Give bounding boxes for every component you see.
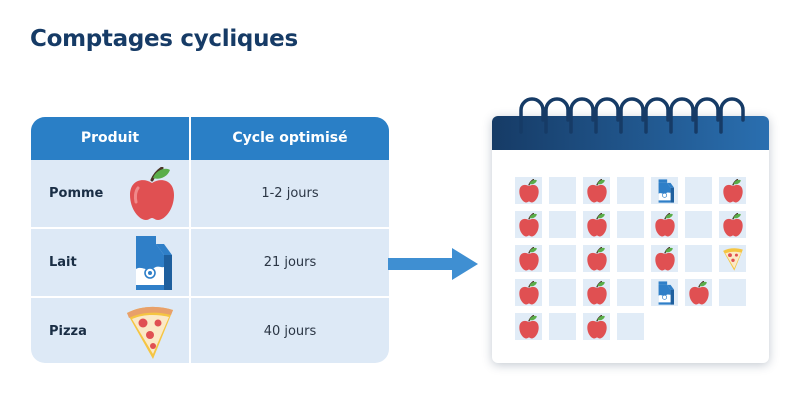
calendar-cell-apple — [583, 313, 610, 340]
apple-icon — [722, 212, 743, 236]
apple-icon — [586, 280, 607, 304]
calendar-cell-empty — [685, 211, 712, 238]
apple-icon — [130, 167, 174, 220]
cycle-value: 40 jours — [263, 324, 317, 339]
calendar-cell-empty — [549, 245, 576, 272]
calendar-cell-apple — [515, 177, 542, 204]
pizza-slice-icon — [722, 247, 743, 271]
apple-icon — [518, 314, 539, 338]
calendar-cell-apple — [685, 279, 712, 306]
calendar-cell-milk — [651, 177, 678, 204]
column-divider — [189, 117, 191, 363]
calendar-cell-empty — [549, 313, 576, 340]
calendar-cell-apple — [515, 279, 542, 306]
calendar-icon — [492, 116, 769, 363]
calendar-cell-apple — [583, 245, 610, 272]
milk-carton-icon — [658, 178, 674, 203]
calendar-cell-apple — [651, 245, 678, 272]
calendar-cell-milk — [651, 279, 678, 306]
calendar-cell-apple — [583, 211, 610, 238]
calendar-cell-empty — [617, 211, 644, 238]
calendar-cell-empty — [617, 313, 644, 340]
page-title: Comptages cycliques — [30, 26, 298, 52]
calendar-header — [492, 116, 769, 150]
calendar-cell-empty — [549, 177, 576, 204]
cycle-count-table: Produit Cycle optimisé Pomme 1-2 jours L… — [31, 117, 389, 363]
apple-icon — [518, 178, 539, 202]
calendar-cell-pizza — [719, 245, 746, 272]
product-name: Lait — [49, 255, 77, 270]
apple-icon — [586, 314, 607, 338]
calendar-cell-empty — [719, 279, 746, 306]
calendar-cell-apple — [651, 211, 678, 238]
apple-icon — [586, 246, 607, 270]
header-product: Produit — [80, 130, 140, 146]
apple-icon — [654, 246, 675, 270]
binder-rings — [519, 97, 745, 134]
calendar-cell-empty — [549, 211, 576, 238]
apple-icon — [518, 280, 539, 304]
product-name: Pomme — [49, 186, 104, 201]
calendar-cell-empty — [549, 279, 576, 306]
cycle-value: 1-2 jours — [261, 186, 319, 201]
calendar-cell-empty — [685, 245, 712, 272]
apple-icon — [518, 246, 539, 270]
apple-icon — [586, 212, 607, 236]
calendar-cell-apple — [583, 279, 610, 306]
product-name: Pizza — [49, 324, 87, 339]
arrow-right-icon — [388, 248, 478, 280]
row-divider — [31, 227, 389, 229]
table-row: Lait 21 jours — [31, 229, 389, 296]
table-row: Pizza 40 jours — [31, 298, 389, 363]
calendar-cell-empty — [685, 177, 712, 204]
pizza-slice-icon — [127, 306, 173, 359]
apple-icon — [654, 212, 675, 236]
calendar-cell-apple — [515, 245, 542, 272]
table-row: Pomme 1-2 jours — [31, 160, 389, 227]
milk-carton-icon — [658, 280, 674, 305]
cycle-value: 21 jours — [263, 255, 317, 270]
apple-icon — [688, 280, 709, 304]
calendar-cell-apple — [515, 313, 542, 340]
row-divider — [31, 296, 389, 298]
calendar-cell-apple — [515, 211, 542, 238]
milk-carton-icon — [136, 236, 172, 290]
calendar-cell-empty — [617, 177, 644, 204]
calendar-cell-apple — [719, 211, 746, 238]
header-cycle: Cycle optimisé — [232, 130, 348, 146]
apple-icon — [518, 212, 539, 236]
calendar-cell-empty — [617, 279, 644, 306]
apple-icon — [722, 178, 743, 202]
calendar-cell-apple — [719, 177, 746, 204]
table-header: Produit Cycle optimisé — [31, 117, 389, 160]
apple-icon — [586, 178, 607, 202]
calendar-cell-apple — [583, 177, 610, 204]
calendar-cell-empty — [617, 245, 644, 272]
